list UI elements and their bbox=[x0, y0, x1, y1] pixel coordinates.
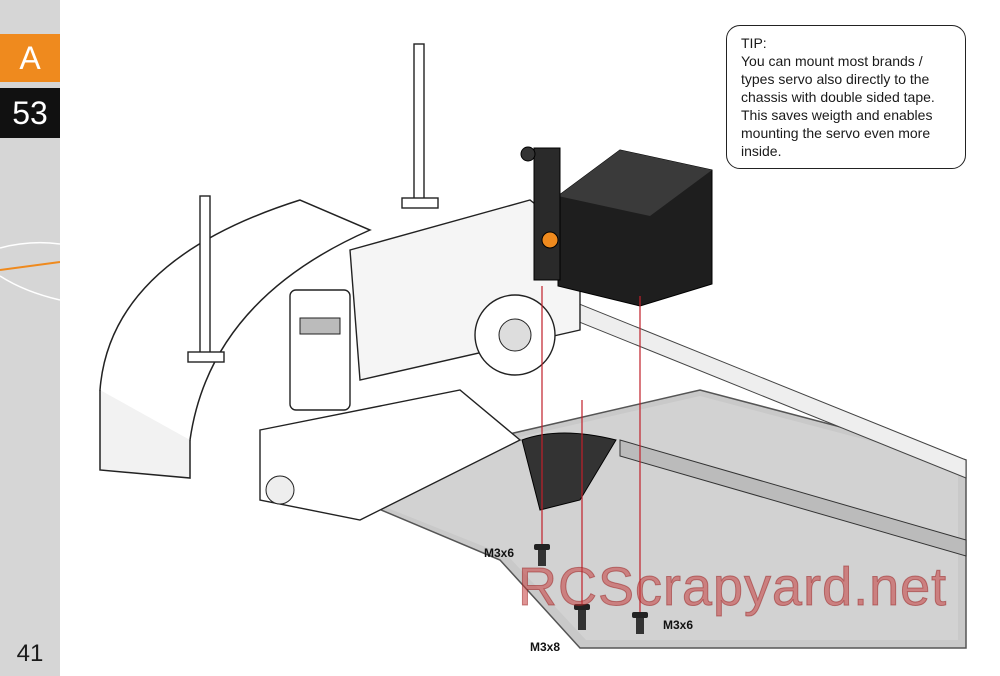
body-post-right bbox=[401, 43, 439, 209]
tip-title: TIP: bbox=[741, 35, 767, 51]
screw-label-m3x8: M3x8 bbox=[530, 640, 561, 654]
assembly-guide-lines bbox=[541, 286, 641, 612]
front-suspension-assembly bbox=[259, 199, 581, 521]
section-letter-badge: A bbox=[0, 34, 60, 82]
servo-mount-plate bbox=[521, 432, 617, 511]
servo-unit bbox=[520, 146, 713, 307]
tip-callout: TIP: You can mount most brands / types s… bbox=[726, 25, 966, 169]
screw-label-m3x6-lower: M3x6 bbox=[663, 618, 694, 632]
screw-m3x8 bbox=[574, 604, 590, 630]
step-number-badge: 53 bbox=[0, 88, 60, 138]
sidebar-swoosh-decoration bbox=[0, 241, 60, 301]
chassis-servo-illustration bbox=[99, 43, 967, 649]
page-sidebar: A 53 41 bbox=[0, 0, 60, 676]
watermark: RCScrapyard.net bbox=[517, 557, 948, 618]
screw-label-m3x6-upper: M3x6 bbox=[484, 546, 515, 560]
screw-m3x6-lower bbox=[632, 612, 648, 634]
tip-body: You can mount most brands / types servo … bbox=[741, 53, 935, 159]
screw-m3x6-upper bbox=[534, 544, 550, 566]
body-post-left bbox=[187, 195, 225, 363]
page-number: 41 bbox=[16, 640, 44, 667]
front-bumper bbox=[99, 199, 372, 479]
